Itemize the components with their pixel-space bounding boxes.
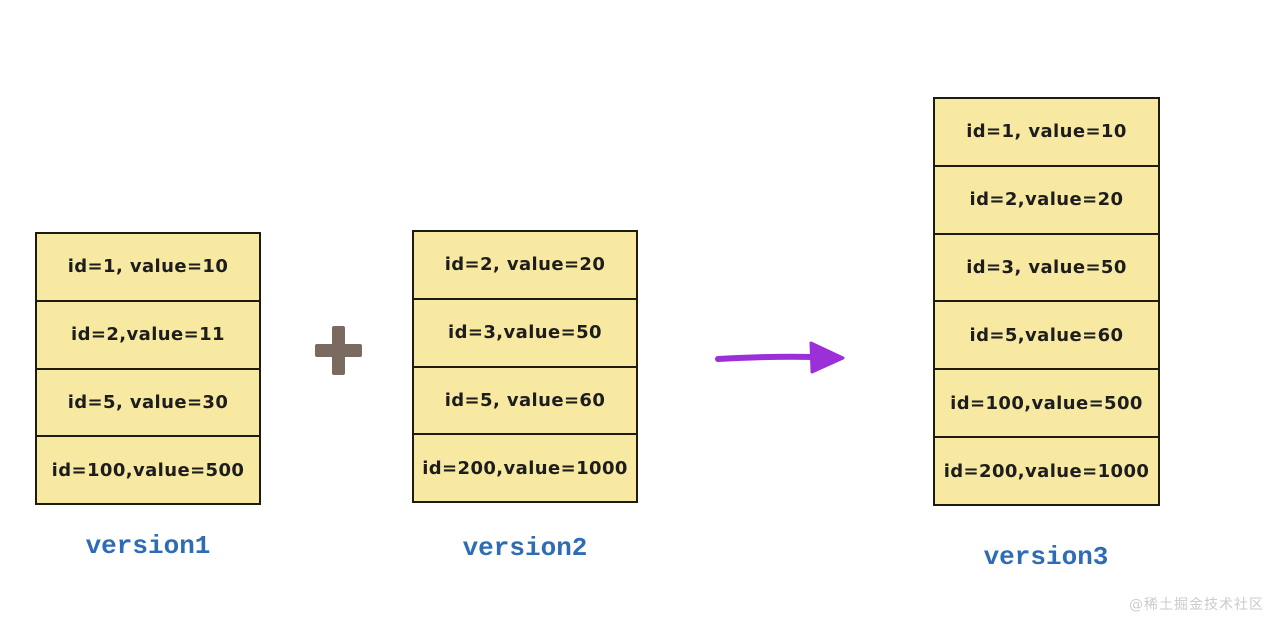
table-row: id=200,value=1000 xyxy=(935,436,1158,504)
version1-label: version1 xyxy=(85,531,211,561)
version2-table: id=2, value=20 id=3,value=50 id=5, value… xyxy=(412,230,638,503)
table-row: id=200,value=1000 xyxy=(414,433,636,501)
version3-label: version3 xyxy=(983,542,1109,572)
watermark-text: @稀土掘金技术社区 xyxy=(1129,597,1264,613)
table-row: id=2, value=20 xyxy=(444,254,606,276)
table-row: id=5, value=60 xyxy=(414,365,636,434)
table-row: id=3, value=50 xyxy=(935,232,1158,301)
version3-table: id=1, value=10 id=2,value=20 id=3, value… xyxy=(933,97,1160,506)
plus-operator-icon xyxy=(315,326,362,375)
table-row: id=5, value=30 xyxy=(37,367,259,436)
right-arrow-icon xyxy=(710,339,846,377)
table-row: id=2,value=11 xyxy=(37,299,259,368)
plus-horizontal-bar xyxy=(315,344,362,357)
table-row: id=1, value=10 xyxy=(966,121,1127,143)
table-row: id=2,value=20 xyxy=(935,164,1158,233)
version2-label: version2 xyxy=(462,533,588,563)
version1-table: id=1, value=10 id=2,value=11 id=5, value… xyxy=(35,232,261,505)
table-row: id=1, value=10 xyxy=(67,256,229,278)
table-row: id=100,value=500 xyxy=(935,368,1158,436)
table-row: id=3,value=50 xyxy=(414,297,636,366)
table-row: id=100,value=500 xyxy=(37,435,259,503)
table-row: id=5,value=60 xyxy=(935,300,1158,368)
